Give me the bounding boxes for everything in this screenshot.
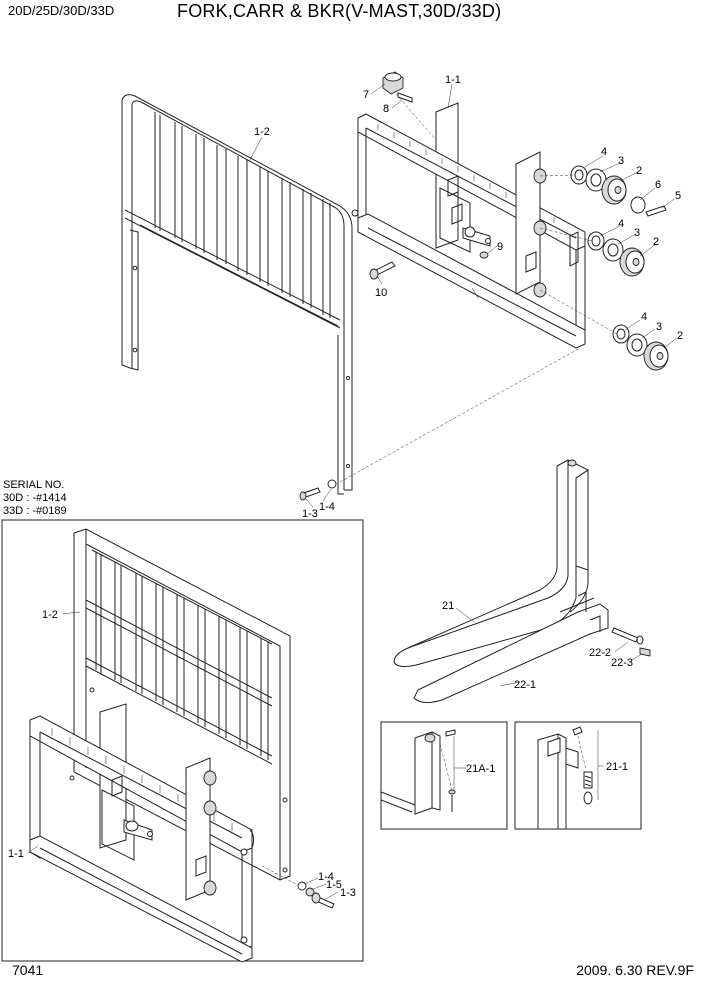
- carriage-upper: [357, 102, 586, 349]
- serial-line-33d: 33D : -#0189: [3, 505, 67, 517]
- callout-upper-4b: 4: [618, 218, 624, 230]
- callouts-lower: 1-2 1-1 1-4 1-5 1-3: [8, 609, 356, 899]
- leader-lines-lower: [27, 611, 339, 901]
- callout-upper-3c: 3: [656, 321, 662, 333]
- callout-lower-1-2: 1-2: [42, 609, 58, 621]
- upper-small-parts: [299, 71, 669, 501]
- load-backrest-lower: [73, 528, 291, 881]
- callout-upper-6: 6: [655, 179, 661, 191]
- serial-number-note: SERIAL NO. 30D : -#1414 33D : -#0189: [3, 479, 67, 518]
- callout-upper-1-2: 1-2: [254, 126, 270, 138]
- callout-detail-21A-1: 21A-1: [466, 763, 495, 775]
- page-title: FORK,CARR & BKR(V-MAST,30D/33D): [177, 1, 502, 21]
- callout-upper-1-1: 1-1: [445, 74, 461, 86]
- callouts-upper: 1-2 1-1 7 8 4 3 2 6 5 4 3 2 4 3 2 9 10 1…: [254, 74, 683, 520]
- callout-fork-22-3: 22-3: [611, 657, 633, 669]
- callout-upper-2c: 2: [677, 330, 683, 342]
- carriage-lower: [29, 703, 255, 963]
- callout-upper-1-4: 1-4: [319, 501, 335, 513]
- serial-variant-box: [1, 519, 364, 962]
- callout-lower-1-5: 1-5: [326, 879, 342, 891]
- leader-lines-upper: [249, 83, 678, 508]
- callout-upper-4a: 4: [601, 146, 607, 158]
- load-backrest-upper: [121, 94, 359, 495]
- detail-box-left: 21A-1: [380, 721, 508, 830]
- callout-lower-1-1: 1-1: [8, 848, 24, 860]
- callout-upper-9: 9: [497, 241, 503, 253]
- callout-upper-10: 10: [375, 287, 387, 299]
- callout-fork-21: 21: [442, 600, 454, 612]
- leader-lines-fork: [455, 607, 643, 687]
- callout-lower-1-3: 1-3: [340, 887, 356, 899]
- fork-assembly: [393, 459, 651, 704]
- callout-fork-22-2: 22-2: [589, 647, 611, 659]
- callout-upper-3b: 3: [634, 227, 640, 239]
- callout-upper-8: 8: [383, 103, 389, 115]
- revision-date: 2009. 6.30 REV.9F: [576, 962, 694, 978]
- callout-upper-5: 5: [675, 190, 681, 202]
- serial-heading: SERIAL NO.: [3, 479, 65, 491]
- lower-small-parts: [297, 881, 335, 909]
- page-number: 7041: [12, 962, 44, 978]
- model-list: 20D/25D/30D/33D: [8, 3, 115, 18]
- callout-upper-1-3: 1-3: [302, 508, 318, 520]
- callout-upper-2b: 2: [653, 236, 659, 248]
- detail-box-right: 21-1: [514, 721, 642, 830]
- callout-upper-3a: 3: [618, 155, 624, 167]
- callout-lower-1-4: 1-4: [318, 871, 334, 883]
- callout-fork-22-1: 22-1: [514, 679, 536, 691]
- serial-line-30d: 30D : -#1414: [3, 492, 67, 504]
- phantom-lines-upper: [339, 93, 618, 483]
- callouts-fork: 21 22-1 22-2 22-3: [442, 600, 633, 691]
- callout-upper-7: 7: [363, 89, 369, 101]
- callout-detail-21-1: 21-1: [606, 761, 628, 773]
- callout-upper-4c: 4: [641, 311, 647, 323]
- callout-upper-2a: 2: [636, 165, 642, 177]
